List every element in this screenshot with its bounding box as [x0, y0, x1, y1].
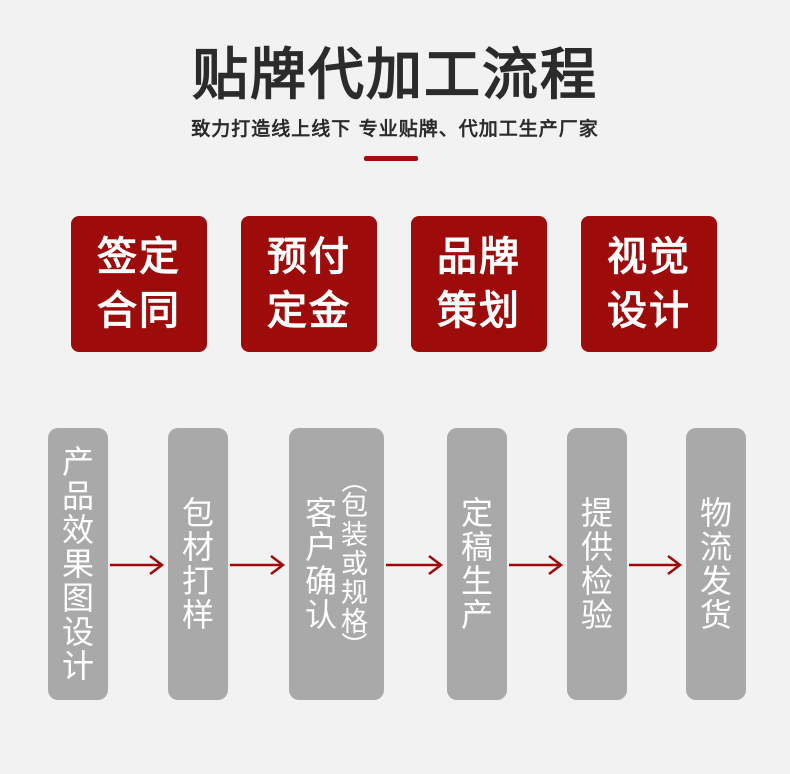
vertical-char: 货	[699, 596, 732, 634]
vertical-char: 生	[460, 562, 493, 600]
vertical-char: 流	[699, 528, 732, 566]
step-logistics-shipping: 物流发货	[686, 428, 746, 700]
step-label-line: 视觉	[607, 234, 691, 280]
step-vertical-text: 产品效果图设计	[62, 445, 94, 683]
flow-arrow-icon	[230, 555, 286, 575]
page-subtitle: 致力打造线上线下 专业贴牌、代加工生产厂家	[191, 118, 599, 140]
vertical-char: 供	[580, 528, 613, 566]
vertical-char: 果	[61, 545, 94, 583]
flow-arrow-icon	[509, 555, 564, 575]
step-label-line: 设计	[607, 288, 691, 334]
step-label-line: 合同	[97, 288, 181, 334]
step-visual-design: 视觉 设计	[581, 216, 717, 352]
vertical-char: 材	[181, 528, 214, 566]
step-vertical-text: 包材打样	[182, 496, 214, 632]
step-label-line: 定金	[267, 288, 351, 334]
step-sign-contract: 签定 合同	[71, 216, 207, 352]
vertical-char: 验	[580, 596, 613, 634]
vertical-char: 效	[61, 511, 94, 549]
step-customer-confirm: 客户确认 ︵包装或规格︶	[289, 428, 384, 700]
step-packaging-sample: 包材打样	[168, 428, 228, 700]
vertical-char: 包	[341, 490, 368, 522]
vertical-char: 发	[699, 562, 732, 600]
step-label-line: 策划	[437, 288, 521, 334]
step-label-line: 预付	[267, 234, 351, 280]
step-finalize-production: 定稿生产	[447, 428, 507, 700]
vertical-char: 产	[460, 596, 493, 634]
vertical-char: 设	[61, 613, 94, 651]
vertical-char: 户	[304, 528, 337, 566]
vertical-char: 产	[61, 443, 94, 481]
vertical-char: ︶	[341, 631, 368, 662]
vertical-char: 物	[699, 494, 732, 532]
flow-arrow-icon	[629, 555, 683, 575]
vertical-char: 定	[460, 494, 493, 532]
vertical-char: 计	[61, 647, 94, 685]
step-product-render-design: 产品效果图设计	[48, 428, 108, 700]
vertical-char: 格	[341, 606, 368, 638]
vertical-char: 包	[181, 494, 214, 532]
step-quality-inspection: 提供检验	[567, 428, 627, 700]
step-vertical-note: ︵包装或规格︶	[341, 466, 368, 662]
vertical-char: 图	[61, 579, 94, 617]
step-vertical-text: 物流发货	[700, 496, 732, 632]
vertical-char: 样	[181, 596, 214, 634]
step-label-line: 品牌	[437, 234, 521, 280]
step-vertical-text: 提供检验	[581, 496, 613, 632]
title-underline	[364, 156, 418, 161]
step-prepay-deposit: 预付 定金	[241, 216, 377, 352]
vertical-char: 提	[580, 494, 613, 532]
vertical-char: 检	[580, 562, 613, 600]
vertical-char: 确	[304, 562, 337, 600]
flow-arrow-icon	[110, 555, 165, 575]
vertical-char: 品	[61, 477, 94, 515]
flow-arrow-icon	[386, 555, 444, 575]
vertical-char: 或	[341, 548, 368, 580]
step-label-line: 签定	[97, 234, 181, 280]
vertical-char: 稿	[460, 528, 493, 566]
vertical-char: ︵	[341, 466, 368, 497]
vertical-char: 打	[181, 562, 214, 600]
page-title: 贴牌代加工流程	[192, 43, 598, 108]
vertical-char: 客	[304, 494, 337, 532]
vertical-char: 规	[341, 577, 368, 609]
vertical-char: 装	[341, 519, 368, 551]
vertical-char: 认	[304, 596, 337, 634]
step-vertical-text: 客户确认	[305, 496, 337, 632]
step-brand-planning: 品牌 策划	[411, 216, 547, 352]
step-vertical-text: 定稿生产	[461, 496, 493, 632]
